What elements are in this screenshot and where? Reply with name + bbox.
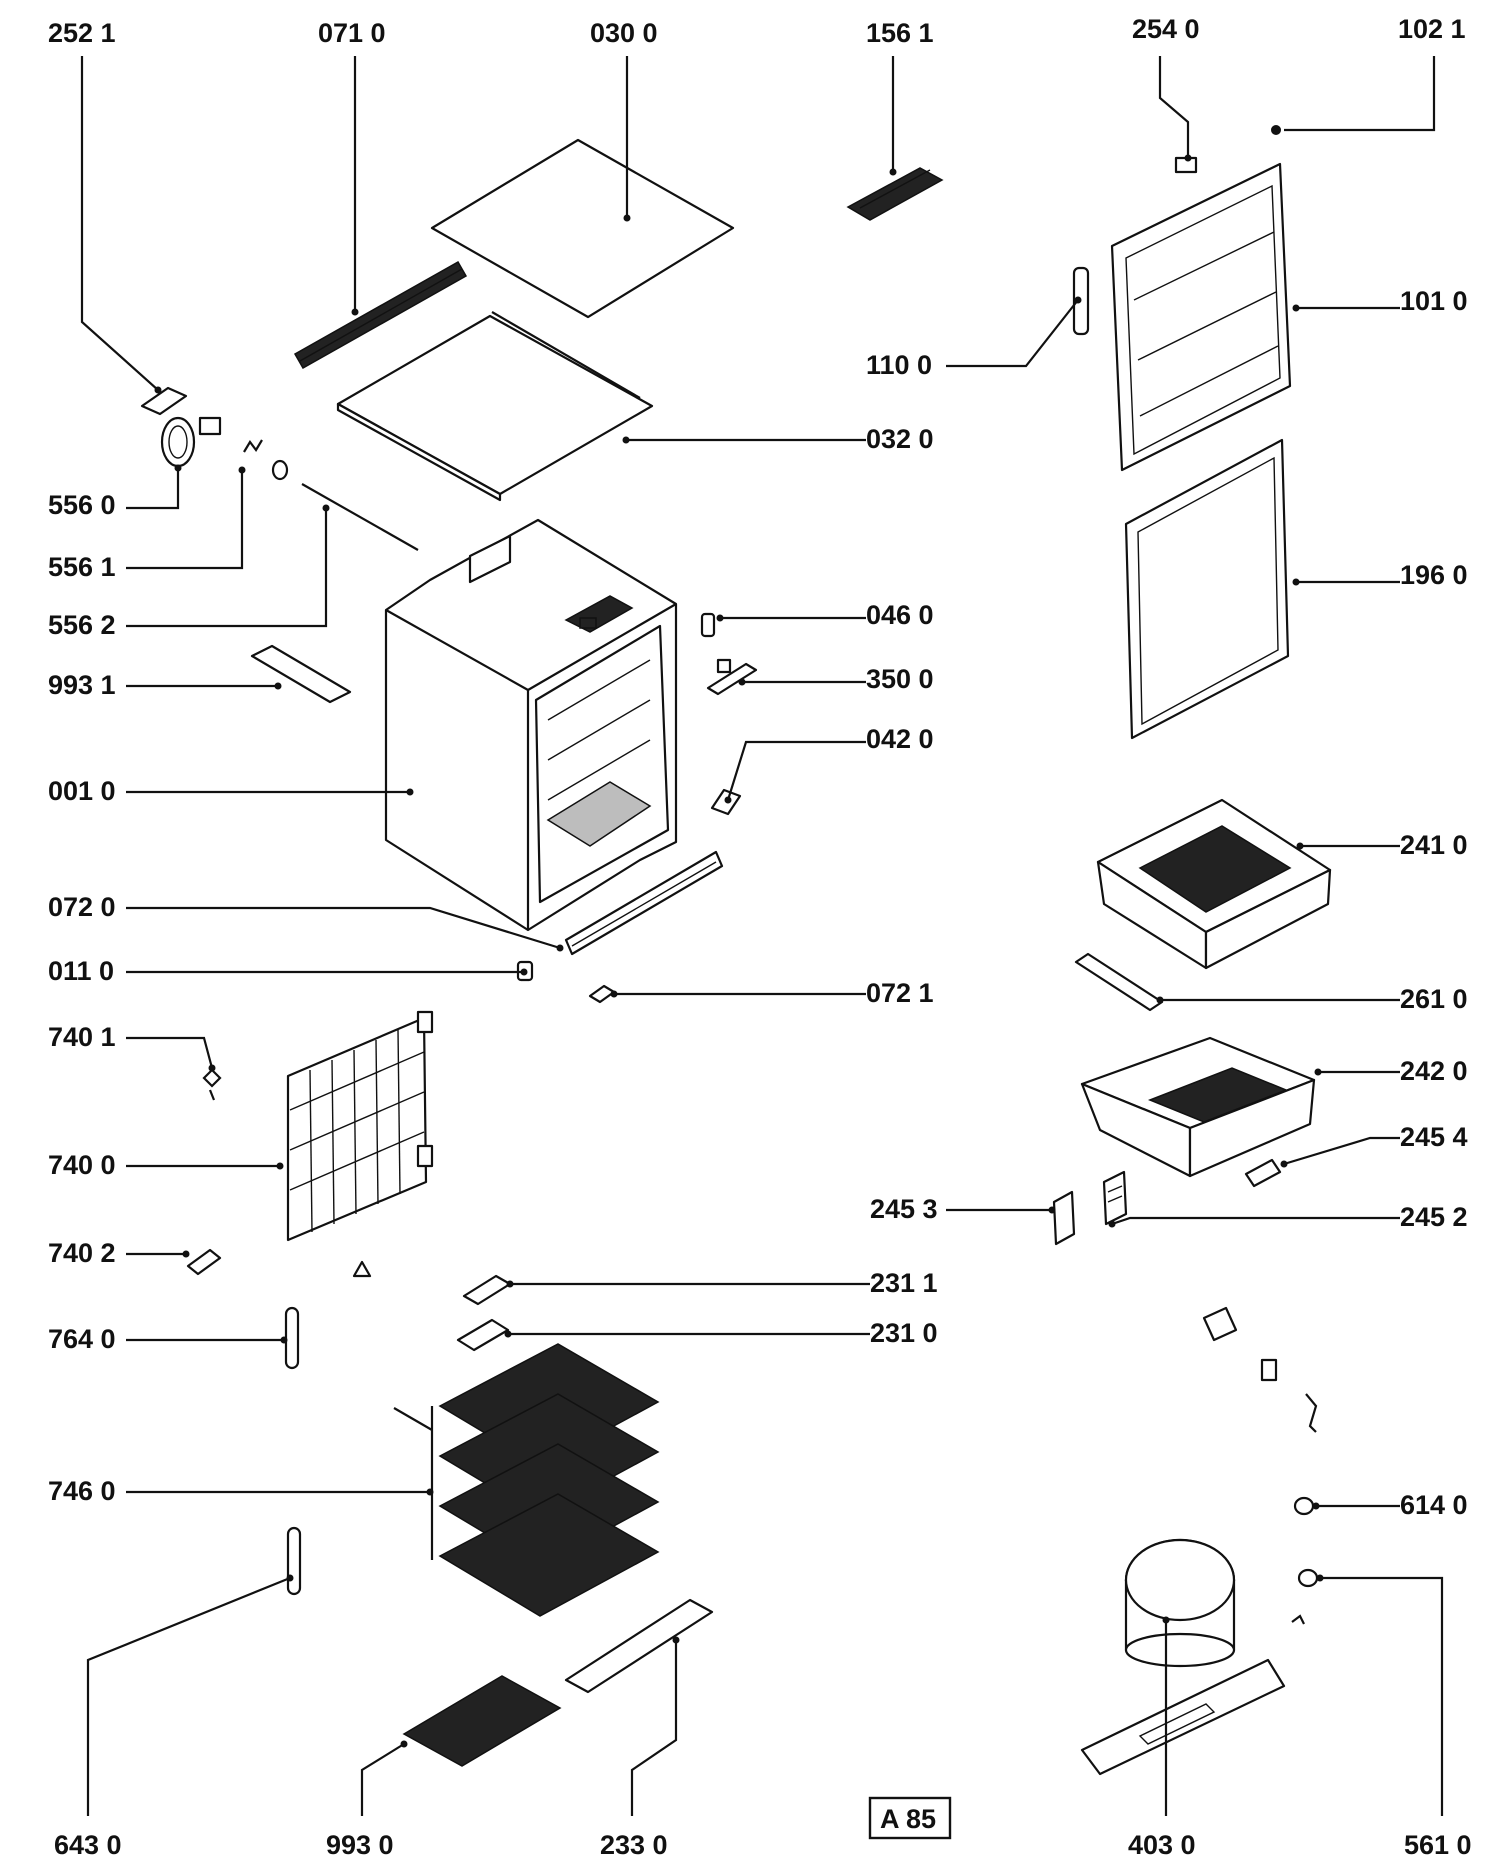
part-small-clip — [1291, 1614, 1305, 1625]
label-764-0: 764 0 — [48, 1324, 116, 1354]
label-032-0: 032 0 — [866, 424, 934, 454]
label-740-2: 740 2 — [48, 1238, 116, 1268]
label-245-3: 245 3 — [870, 1194, 938, 1224]
reference-code-box: A 85 — [868, 1796, 952, 1840]
part-740-1-clip — [202, 1068, 222, 1101]
label-101-0: 101 0 — [1400, 286, 1468, 316]
part-556-0-coil — [160, 416, 222, 468]
part-072-1-clip — [588, 984, 616, 1004]
label-231-1: 231 1 — [870, 1268, 938, 1298]
label-011-0: 011 0 — [48, 956, 114, 986]
label-556-2: 556 2 — [48, 610, 116, 640]
part-231-1-pad — [462, 1274, 512, 1306]
part-245-4-insert — [1244, 1158, 1282, 1188]
part-614-0-grommet — [1293, 1496, 1315, 1516]
part-764-0-filter — [284, 1306, 300, 1370]
label-242-0: 242 0 — [1400, 1056, 1468, 1086]
part-233-0-rail — [564, 1598, 714, 1694]
part-032-0-frame — [336, 311, 654, 502]
part-993-1-clip-bar — [250, 644, 352, 704]
label-241-0: 241 0 — [1400, 830, 1468, 860]
label-046-0: 046 0 — [866, 600, 934, 630]
part-261-0-rail — [1074, 952, 1164, 1012]
label-993-0: 993 0 — [326, 1830, 394, 1860]
label-993-1: 993 1 — [48, 670, 116, 700]
label-643-0: 643 0 — [54, 1830, 122, 1860]
part-072-0-kick-plate — [564, 850, 724, 956]
part-740-2-clip — [186, 1248, 222, 1276]
part-252-1-bracket — [140, 386, 188, 416]
part-403-0-compressor — [1080, 1538, 1286, 1776]
part-156-1-ice-tray — [846, 167, 944, 221]
label-072-0: 072 0 — [48, 892, 116, 922]
part-102-1-screw — [1271, 125, 1281, 135]
label-746-0: 746 0 — [48, 1476, 116, 1506]
part-071-0-vent-grille — [293, 260, 468, 370]
part-245-2-panel — [1102, 1170, 1128, 1226]
label-350-0: 350 0 — [866, 664, 934, 694]
label-233-0: 233 0 — [600, 1830, 668, 1860]
label-556-1: 556 1 — [48, 552, 116, 582]
part-740-0-condenser — [286, 1010, 434, 1242]
part-242-0-drawer — [1080, 1036, 1316, 1178]
label-072-1: 072 1 — [866, 978, 934, 1008]
label-740-0: 740 0 — [48, 1150, 116, 1180]
label-231-0: 231 0 — [870, 1318, 938, 1348]
label-156-1: 156 1 — [866, 18, 934, 48]
part-001-0-cabinet — [384, 518, 678, 932]
part-030-0-top-panel — [430, 138, 735, 319]
part-350-0-hinge — [706, 658, 758, 696]
label-614-0: 614 0 — [1400, 1490, 1468, 1520]
reference-code: A 85 — [880, 1804, 936, 1834]
label-071-0: 071 0 — [318, 18, 386, 48]
label-042-0: 042 0 — [866, 724, 934, 754]
label-403-0: 403 0 — [1128, 1830, 1196, 1860]
part-561-0-grommet — [1297, 1568, 1319, 1588]
part-relay-parts — [1202, 1306, 1318, 1433]
label-561-0: 561 0 — [1404, 1830, 1472, 1860]
label-110-0: 110 0 — [866, 350, 932, 380]
label-030-0: 030 0 — [590, 18, 658, 48]
part-993-0-tray — [402, 1675, 562, 1767]
part-196-0-gasket — [1124, 438, 1290, 740]
part-643-0-filter — [286, 1526, 302, 1596]
part-small-spacer — [352, 1260, 372, 1278]
label-556-0: 556 0 — [48, 490, 116, 520]
part-556-2-washer — [271, 459, 289, 481]
label-740-1: 740 1 — [48, 1022, 116, 1052]
part-746-0-wire-shelves — [393, 1343, 660, 1617]
part-046-0-peg — [700, 612, 716, 638]
label-245-2: 245 2 — [1400, 1202, 1468, 1232]
label-261-0: 261 0 — [1400, 984, 1468, 1014]
label-102-1: 102 1 — [1398, 14, 1466, 44]
label-245-4: 245 4 — [1400, 1122, 1468, 1152]
label-252-1: 252 1 — [48, 18, 116, 48]
part-556-1-clip — [243, 439, 263, 453]
part-241-0-drawer — [1096, 798, 1332, 970]
part-231-0-pad — [456, 1318, 510, 1352]
label-254-0: 254 0 — [1132, 14, 1200, 44]
label-196-0: 196 0 — [1400, 560, 1468, 590]
leader-lines — [80, 56, 1444, 1816]
part-245-3-panel — [1052, 1190, 1076, 1246]
label-001-0: 001 0 — [48, 776, 116, 806]
part-101-0-door — [1110, 162, 1292, 472]
